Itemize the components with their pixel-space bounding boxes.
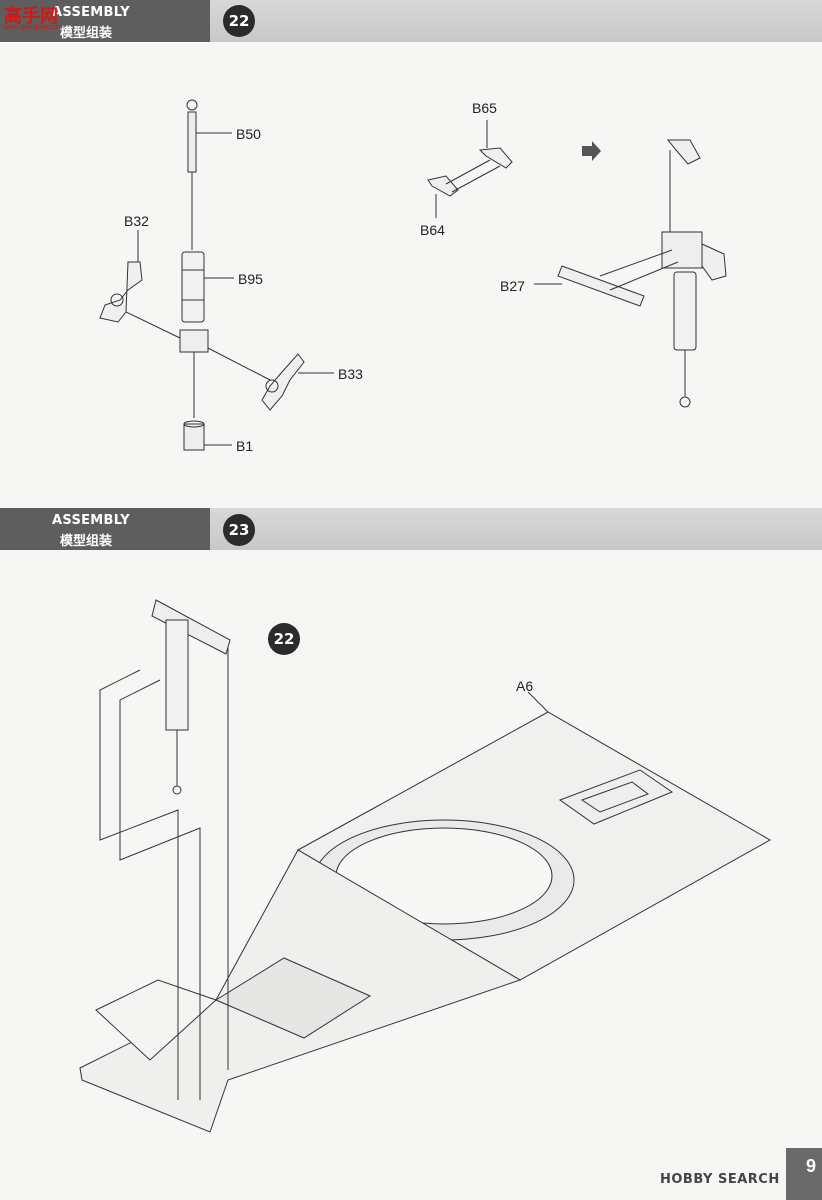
header-light-panel: [210, 0, 822, 42]
section-header-step-23: ASSEMBLY 模型组装 23: [0, 508, 822, 550]
engine-deck: [214, 957, 372, 1039]
part-label-b64: B64: [420, 222, 445, 238]
header-light-panel: [210, 508, 822, 550]
step-23-diagram: [79, 599, 772, 1133]
part-label-b1: B1: [236, 438, 254, 454]
step-reference-badge: 22: [268, 623, 300, 655]
part-label-b95: B95: [238, 271, 263, 287]
header-dark-panel: [0, 508, 210, 550]
part-rod: [187, 111, 197, 173]
part-label-a6: A6: [516, 678, 534, 694]
part-label-b27: B27: [500, 278, 525, 294]
page-number: 9: [805, 1156, 816, 1176]
arrow-icon: [582, 141, 601, 161]
part-label-b33: B33: [338, 366, 363, 382]
part-b65: [478, 147, 513, 169]
watermark-logo: 高手网 www.gaoshou.com: [0, 0, 80, 40]
step-number-badge: 23: [223, 514, 255, 546]
watermark-text: 高手网: [4, 6, 58, 27]
part-b27: [557, 265, 645, 307]
hatch: [558, 769, 674, 825]
part-eyelet: [186, 99, 198, 111]
step-number-badge: 22: [223, 5, 255, 37]
part-label-b50: B50: [236, 126, 261, 142]
part-b33: [261, 353, 305, 411]
section-title-en: ASSEMBLY: [52, 5, 131, 20]
page-number-box: 9: [786, 1148, 822, 1200]
part-cylinder: [181, 251, 205, 323]
section-header-step-22: ASSEMBLY 模型组装 22: [0, 0, 822, 42]
section-title-zh: 模型组装: [60, 26, 113, 41]
credit-text: HOBBY SEARCH: [660, 1172, 780, 1187]
part-label-b32: B32: [124, 213, 149, 229]
part-b1: [183, 423, 205, 451]
section-title-zh: 模型组装: [60, 534, 113, 549]
header-dark-panel: [0, 0, 210, 42]
part-b32: [99, 261, 143, 323]
part-b64: [427, 175, 459, 197]
section-title-en: ASSEMBLY: [52, 513, 131, 528]
part-label-b65: B65: [472, 100, 497, 116]
step-22-diagram: [99, 99, 727, 451]
watermark-subtext: www.gaoshou.com: [4, 24, 63, 31]
